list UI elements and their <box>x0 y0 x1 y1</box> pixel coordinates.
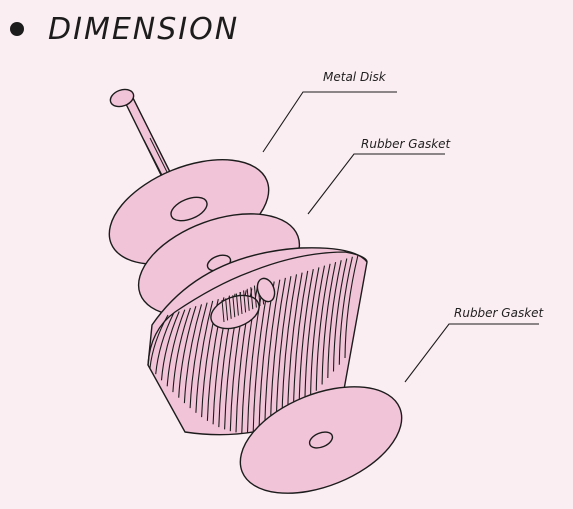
leader-line-rubber-gasket-top <box>307 153 445 215</box>
rubber-gasket-bottom <box>239 386 403 494</box>
screw-pin <box>109 88 171 180</box>
page-title: DIMENSION <box>48 11 240 47</box>
ribbed-mount-body <box>147 247 368 436</box>
bullet-icon <box>10 22 24 36</box>
leader-line-rubber-gasket-bottom <box>404 323 539 383</box>
metal-disk-label: Metal Disk <box>323 70 386 84</box>
center-hub <box>210 277 276 330</box>
rubber-gasket-bottom-label: Rubber Gasket <box>454 306 544 320</box>
section-header: DIMENSION <box>10 8 239 50</box>
rubber-gasket-top-label: Rubber Gasket <box>361 137 451 151</box>
leader-line-metal-disk <box>262 91 397 153</box>
